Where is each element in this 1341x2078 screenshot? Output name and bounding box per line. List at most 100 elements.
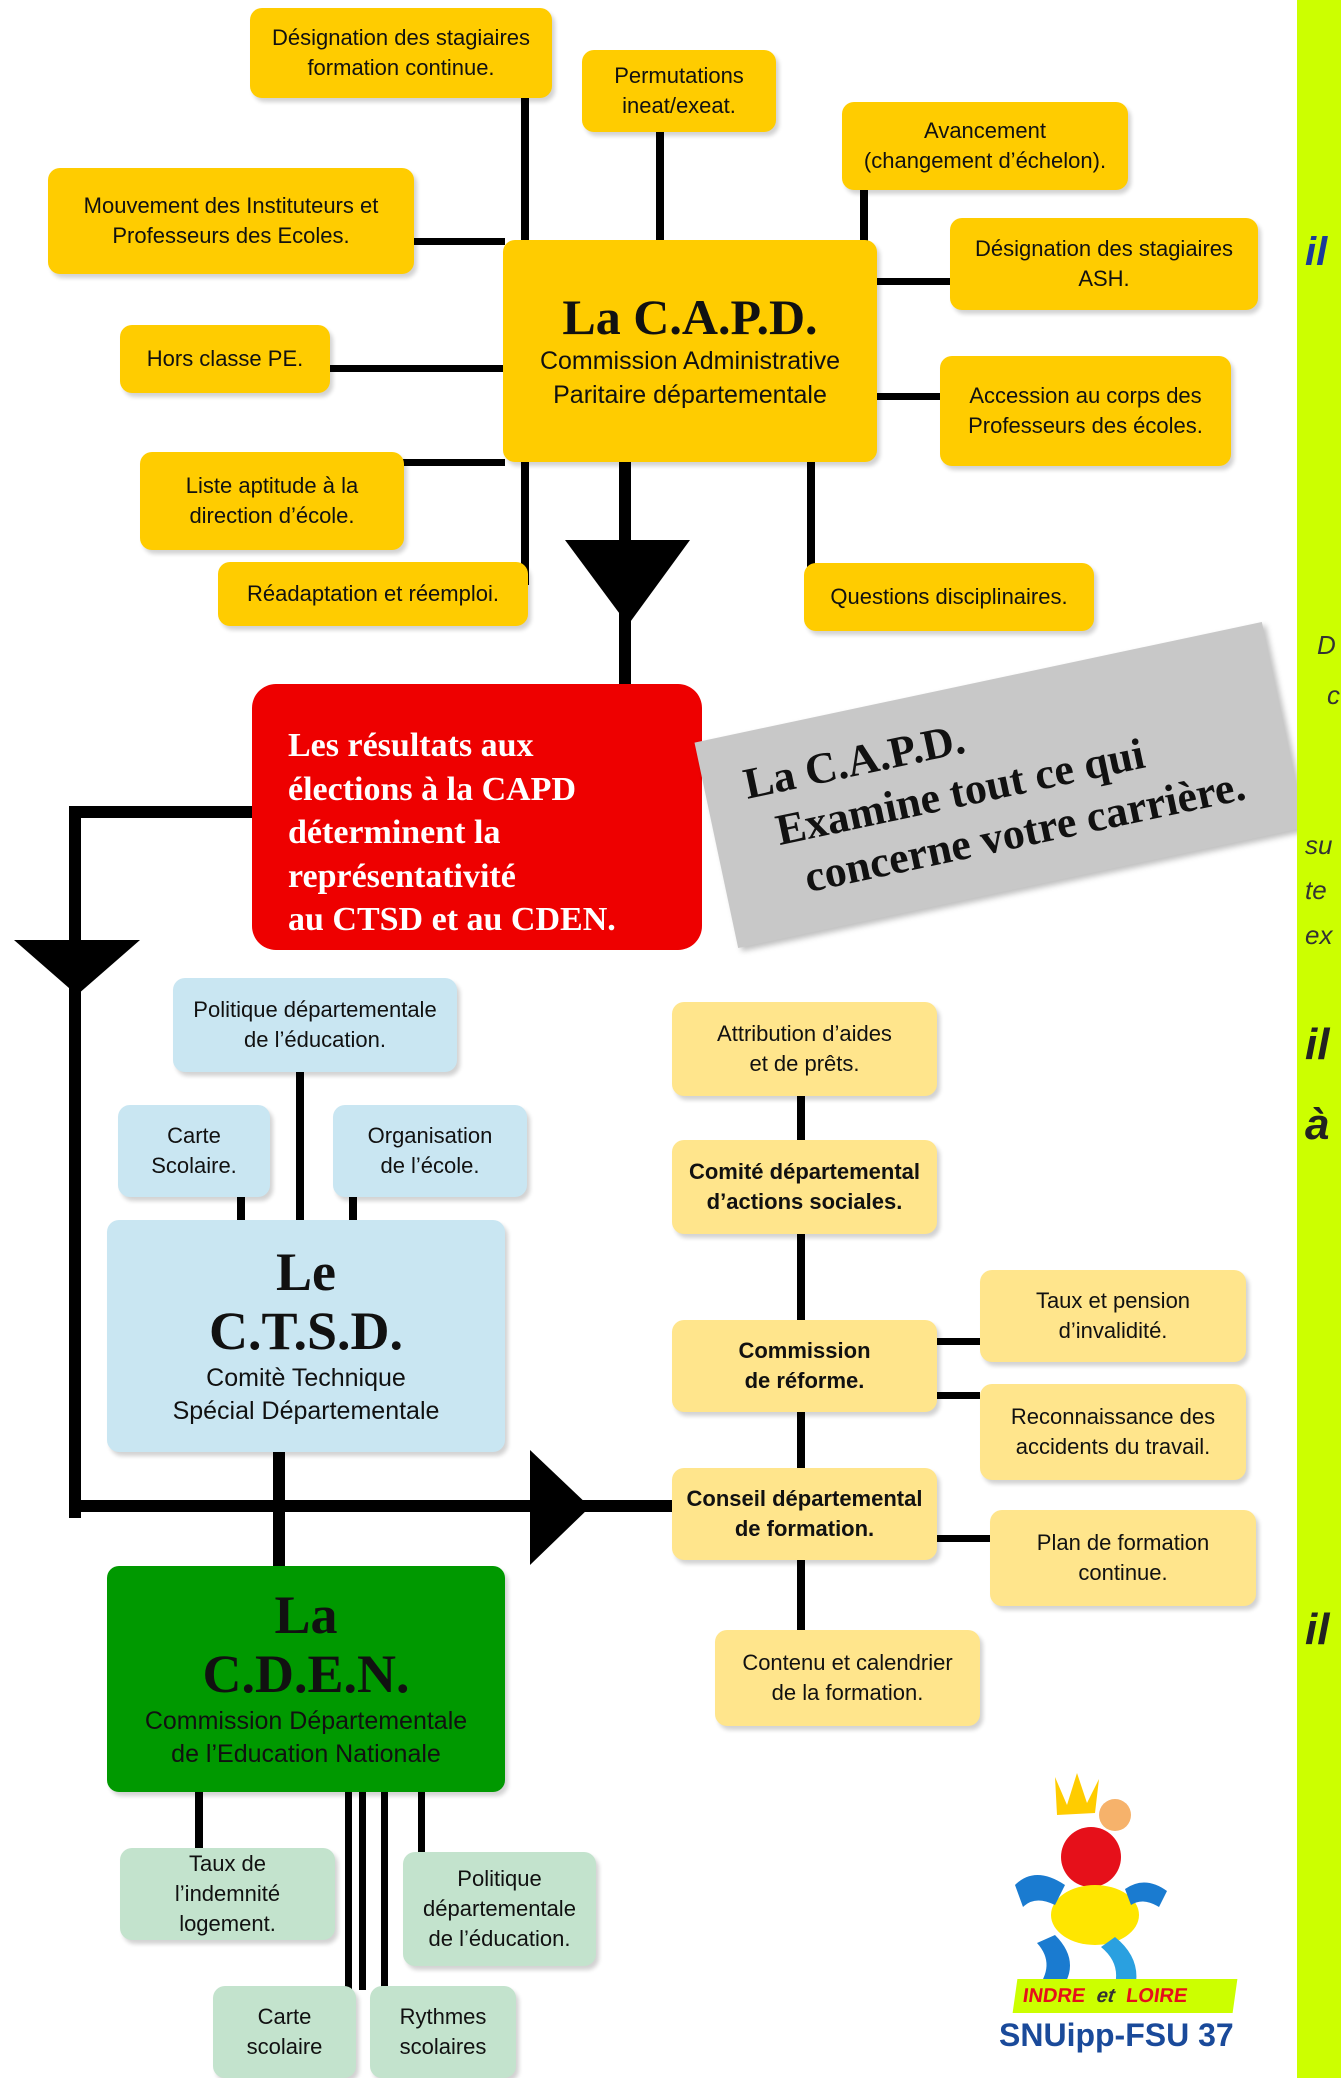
label-line: Désignation des stagiaires — [974, 236, 1234, 262]
ctsd-item-organisation: Organisation de l’école. — [333, 1105, 527, 1197]
connector — [935, 1535, 990, 1542]
label-line: direction d’école. — [189, 503, 355, 528]
cden-subtitle: Commission Départementale — [144, 1706, 468, 1735]
label-line: Accession au corps des — [969, 383, 1202, 409]
cden-item-politique: Politique départementale de l’éducation. — [403, 1852, 596, 1966]
label-line: Politique départementale — [193, 997, 437, 1023]
social-item-attribution: Attribution d’aides et de prêts. — [672, 1002, 937, 1096]
label-line: de l’éducation. — [244, 1027, 386, 1052]
results-line: au CTSD et au CDEN. — [288, 901, 616, 939]
capd-item-avancement: Avancement (changement d’échelon). — [842, 102, 1128, 190]
side-panel: il D c su te ex il à il — [1297, 0, 1341, 2078]
cden-main-box: La C.D.E.N. Commission Départementale de… — [107, 1566, 505, 1792]
ctsd-subtitle: Spécial Départementale — [172, 1397, 440, 1426]
results-line: représentativité — [288, 857, 516, 895]
label-line: Taux et pension — [1035, 1288, 1191, 1314]
connector — [797, 1408, 805, 1468]
connector — [349, 1195, 357, 1220]
label-line: Permutations — [614, 63, 744, 89]
label-line: Conseil départemental — [686, 1486, 923, 1512]
capd-title: La C.A.P.D. — [562, 288, 818, 345]
label-line: de formation. — [734, 1516, 875, 1541]
label-line: de l’école. — [380, 1153, 480, 1178]
side-text: il — [1305, 230, 1328, 274]
capd-item-mouvement: Mouvement des Instituteurs et Professeur… — [48, 168, 414, 274]
label-line: Politique — [457, 1866, 542, 1892]
connector — [656, 125, 664, 240]
label-line: Questions disciplinaires. — [830, 584, 1068, 610]
capd-subtitle: Commission Administrative — [539, 346, 841, 375]
side-text: c — [1327, 680, 1340, 710]
social-item-comite: Comité départemental d’actions sociales. — [672, 1140, 937, 1234]
label-line: scolaire — [246, 2034, 323, 2059]
side-text: ex — [1305, 920, 1333, 950]
label-line: ineat/exeat. — [622, 93, 736, 118]
side-text: te — [1305, 875, 1327, 905]
label-line: Carte — [167, 1123, 221, 1149]
connector — [195, 1790, 203, 1850]
capd-item-accession: Accession au corps des Professeurs des é… — [940, 356, 1231, 466]
label-line: Rythmes — [399, 2004, 487, 2030]
side-text: su — [1305, 830, 1333, 860]
label-line: de la formation. — [771, 1680, 924, 1705]
results-line: déterminent la — [288, 814, 501, 852]
label-line: Mouvement des Instituteurs et — [83, 193, 379, 219]
connector — [807, 455, 815, 570]
connector — [330, 365, 505, 372]
connector — [410, 238, 505, 245]
connector — [69, 1500, 674, 1512]
cden-item-rythmes: Rythmes scolaires — [370, 1986, 516, 2078]
cden-title: La — [274, 1584, 338, 1645]
capd-item-hors-classe: Hors classe PE. — [120, 325, 330, 393]
connector — [69, 806, 252, 818]
connector — [418, 1790, 425, 1855]
connector — [521, 455, 529, 585]
connector — [400, 459, 505, 466]
social-item-accidents: Reconnaissance des accidents du travail. — [980, 1384, 1246, 1480]
side-text: il — [1305, 1020, 1330, 1069]
connector — [797, 1094, 805, 1144]
label-line: Commission — [738, 1338, 871, 1364]
label-line: et de prêts. — [749, 1051, 860, 1076]
connector — [797, 1552, 805, 1632]
connector — [345, 1790, 352, 1990]
ctsd-item-carte: Carte Scolaire. — [118, 1105, 270, 1197]
social-item-invalidite: Taux et pension d’invalidité. — [980, 1270, 1246, 1362]
connector — [935, 1392, 980, 1399]
label-line: de réforme. — [744, 1368, 865, 1393]
ctsd-title: C.T.S.D. — [208, 1301, 404, 1362]
connector — [296, 1070, 304, 1220]
label-line: formation continue. — [307, 55, 495, 80]
label-line: de l’éducation. — [428, 1925, 571, 1951]
cden-title: C.D.E.N. — [202, 1644, 410, 1705]
label-line: continue. — [1078, 1560, 1168, 1585]
connector — [580, 1500, 675, 1512]
label-line: Scolaire. — [151, 1153, 237, 1178]
label-line: Réadaptation et réemploi. — [247, 581, 499, 607]
label-line: d’invalidité. — [1058, 1318, 1168, 1343]
ctsd-item-politique: Politique départementale de l’éducation. — [173, 978, 457, 1072]
snuipp-logo: INDRE et LOIRE SNUipp-FSU 37 — [995, 1765, 1245, 2065]
down-arrow-head — [565, 540, 690, 625]
down-arrow-head — [14, 940, 140, 995]
capd-item-disciplinaires: Questions disciplinaires. — [804, 563, 1094, 631]
ctsd-main-box: Le C.T.S.D. Comitè Technique Spécial Dép… — [107, 1220, 505, 1452]
results-box: Les résultats aux élections à la CAPD dé… — [252, 684, 702, 950]
label-line: ASH. — [1078, 266, 1130, 291]
ctsd-title: Le — [276, 1241, 336, 1302]
label-line: Contenu et calendrier — [742, 1650, 953, 1676]
connector — [273, 1450, 285, 1585]
logo-banner-mid: et — [1095, 1985, 1117, 2007]
label-line: scolaires — [399, 2034, 487, 2059]
cden-item-taux: Taux de l’indemnité logement. — [120, 1848, 335, 1940]
capd-item-permutations: Permutations ineat/exeat. — [582, 50, 776, 132]
social-item-conseil: Conseil départemental de formation. — [672, 1468, 937, 1560]
label-line: Liste aptitude à la — [185, 473, 359, 499]
connector — [797, 1232, 805, 1322]
side-text: D — [1317, 630, 1336, 660]
label-line: Attribution d’aides — [717, 1021, 892, 1047]
connector — [237, 1195, 245, 1220]
capd-item-ash: Désignation des stagiaires ASH. — [950, 218, 1258, 310]
label-line: d’actions sociales. — [706, 1189, 903, 1214]
logo-brand: SNUipp-FSU 37 — [999, 2017, 1234, 2053]
